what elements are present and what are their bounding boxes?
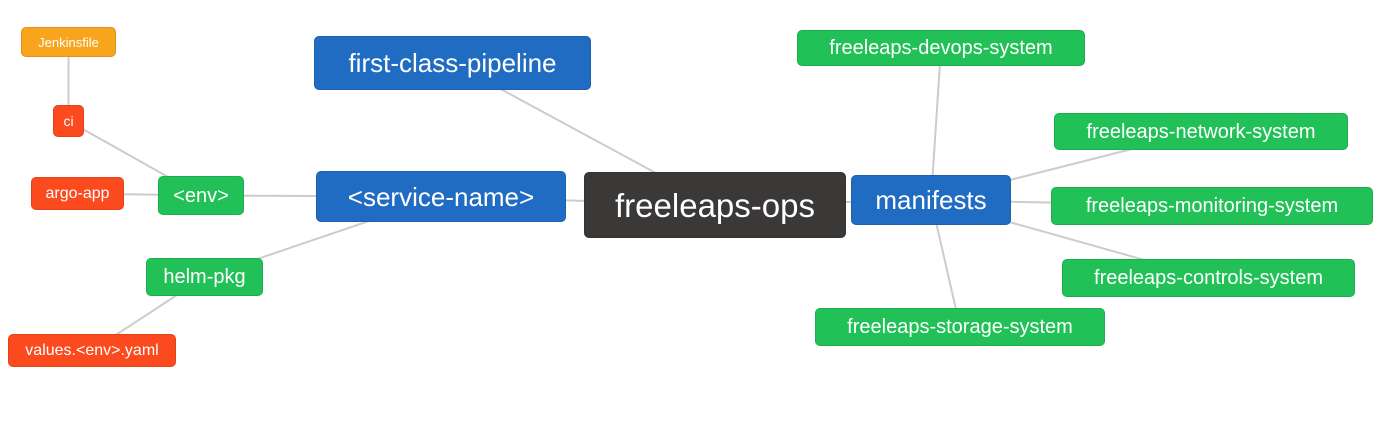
node-monitoring-system[interactable]: freeleaps-monitoring-system	[1051, 187, 1373, 225]
node-values-env-yaml[interactable]: values.<env>.yaml	[8, 334, 176, 367]
node-network-system[interactable]: freeleaps-network-system	[1054, 113, 1348, 150]
node-storage-system[interactable]: freeleaps-storage-system	[815, 308, 1105, 346]
node-env[interactable]: <env>	[158, 176, 244, 215]
node-argo-app[interactable]: argo-app	[31, 177, 124, 210]
node-service-name[interactable]: <service-name>	[316, 171, 566, 222]
node-first-class-pipeline[interactable]: first-class-pipeline	[314, 36, 591, 90]
node-manifests[interactable]: manifests	[851, 175, 1011, 225]
node-devops-system[interactable]: freeleaps-devops-system	[797, 30, 1085, 66]
node-controls-system[interactable]: freeleaps-controls-system	[1062, 259, 1355, 297]
node-ci[interactable]: ci	[53, 105, 84, 137]
node-freeleaps-ops[interactable]: freeleaps-ops	[584, 172, 846, 238]
node-helm-pkg[interactable]: helm-pkg	[146, 258, 263, 296]
node-jenkinsfile[interactable]: Jenkinsfile	[21, 27, 116, 57]
edge-manifests-devops-system	[930, 47, 942, 201]
